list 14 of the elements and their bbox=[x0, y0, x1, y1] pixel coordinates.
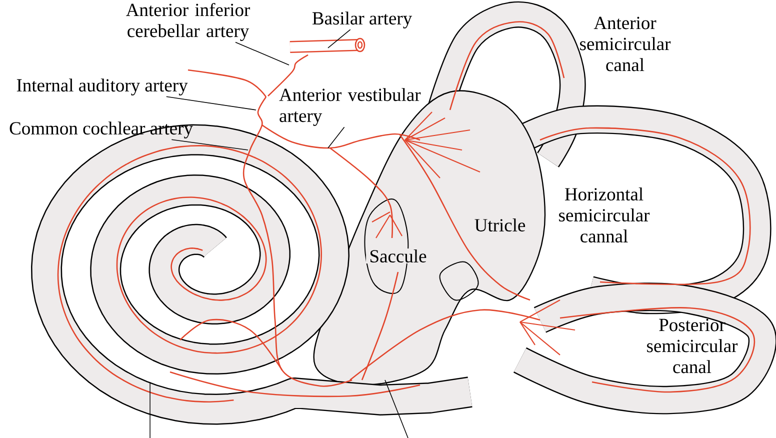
leader-line bbox=[171, 139, 248, 150]
callout-label: Basilar artery bbox=[312, 12, 412, 28]
part-label: Saccule bbox=[366, 248, 430, 264]
part-label: Anterior semicircular canal bbox=[580, 16, 671, 72]
part-label: Utricle bbox=[469, 217, 531, 232]
part-label: Posterior semicircular canal bbox=[647, 318, 738, 374]
callout-label: Internal auditory artery bbox=[16, 78, 188, 96]
callout-label: Anterior vestibular artery bbox=[279, 88, 421, 126]
part-label: Horizontal semicircular cannal bbox=[559, 187, 650, 242]
leader-line bbox=[235, 42, 290, 66]
callout-label: Anterior inferior cerebellar artery bbox=[126, 2, 250, 41]
leader-line bbox=[328, 126, 345, 148]
leader-line bbox=[328, 29, 351, 48]
leader-line bbox=[166, 96, 256, 110]
